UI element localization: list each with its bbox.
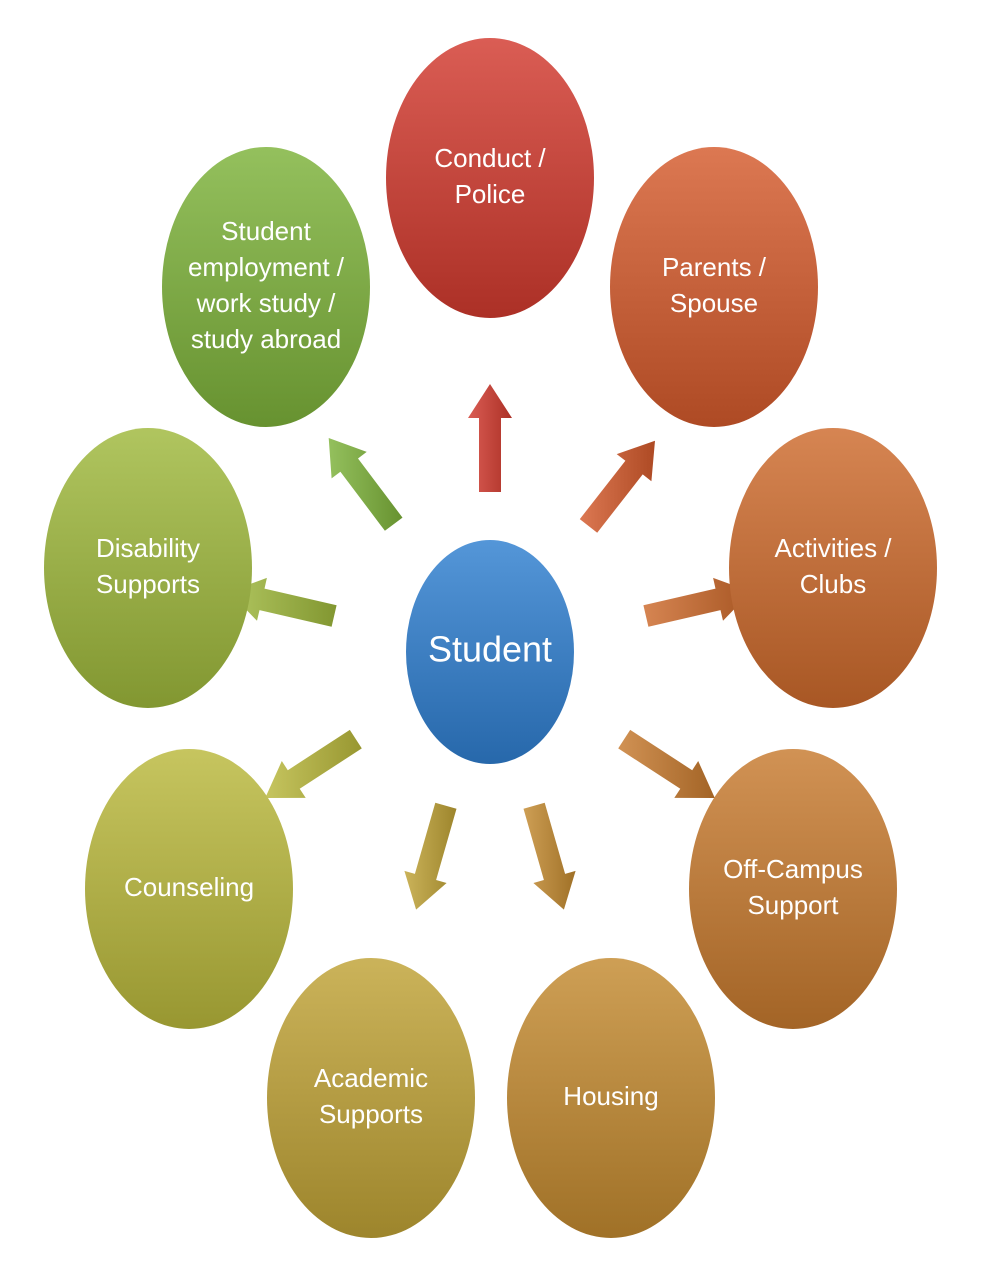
node-label-conduct-police: Conduct /	[434, 143, 546, 173]
arrow-to-off-campus-support	[618, 729, 715, 798]
node-parents-spouse[interactable]: Parents / Spouse	[610, 147, 818, 427]
center-circle[interactable]	[406, 540, 574, 764]
node-circle-counseling[interactable]	[85, 749, 293, 1029]
node-label-counseling: Counseling	[124, 872, 254, 902]
node-circle-housing[interactable]	[507, 958, 715, 1238]
node-circle-activities-clubs[interactable]	[729, 428, 937, 708]
node-label-academic-supports: Supports	[319, 1099, 423, 1129]
node-housing[interactable]: Housing	[507, 958, 715, 1238]
node-counseling[interactable]: Counseling	[85, 749, 293, 1029]
node-label-student-employment: study abroad	[191, 324, 341, 354]
center-node[interactable]: Student	[406, 540, 574, 764]
node-circle-student-employment[interactable]	[162, 147, 370, 427]
arrow-to-counseling	[265, 729, 362, 798]
arrow-to-academic-supports	[404, 802, 457, 910]
node-circle-disability-supports[interactable]	[44, 428, 252, 708]
arrow-to-conduct-police	[468, 384, 512, 492]
node-label-student-employment: work study /	[196, 288, 336, 318]
node-conduct-police[interactable]: Conduct / Police	[386, 38, 594, 318]
node-label-disability-supports: Supports	[96, 569, 200, 599]
node-label-off-campus-support: Off-Campus	[723, 854, 863, 884]
arrow-to-parents-spouse	[579, 440, 655, 533]
node-circle-parents-spouse[interactable]	[610, 147, 818, 427]
node-student-employment[interactable]: Student employment / work study / study abr…	[162, 147, 370, 427]
node-label-conduct-police: Police	[455, 179, 526, 209]
arrow-to-disability-supports	[228, 577, 337, 627]
arrow-to-housing	[523, 802, 576, 910]
node-label-academic-supports: Academic	[314, 1063, 428, 1093]
node-label-disability-supports: Disability	[96, 533, 200, 563]
arrow-to-student-employment	[328, 438, 403, 531]
node-label-housing: Housing	[563, 1081, 658, 1111]
node-label-student-employment: Student	[221, 216, 311, 246]
node-label-student-employment: employment /	[188, 252, 345, 282]
node-label-parents-spouse: Parents /	[662, 252, 767, 282]
node-circle-conduct-police[interactable]	[386, 38, 594, 318]
node-circle-off-campus-support[interactable]	[689, 749, 897, 1029]
node-circle-academic-supports[interactable]	[267, 958, 475, 1238]
arrows-layer	[228, 384, 752, 910]
arrow-to-activities-clubs	[643, 577, 752, 627]
node-label-parents-spouse: Spouse	[670, 288, 758, 318]
node-label-activities-clubs: Clubs	[800, 569, 866, 599]
node-label-activities-clubs: Activities /	[774, 533, 892, 563]
node-label-off-campus-support: Support	[747, 890, 839, 920]
node-activities-clubs[interactable]: Activities / Clubs	[729, 428, 937, 708]
center-label: Student	[428, 629, 552, 670]
